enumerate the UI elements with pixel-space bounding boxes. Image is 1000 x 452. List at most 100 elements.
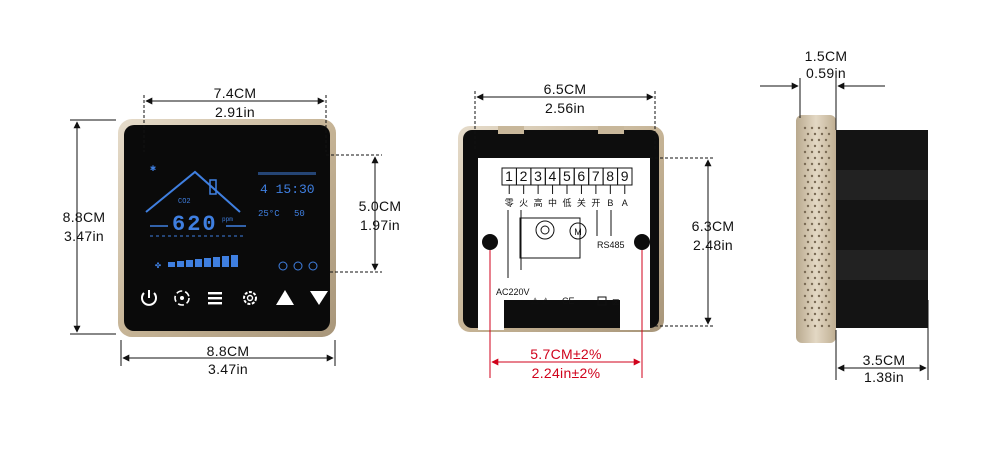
vent-hole [810,246,814,250]
timer-mode-icon [308,261,318,271]
lcd-display: ✱ CO2 620 ppm 4 15:30 25°C 50 ✤ [145,164,318,272]
vent-hole [820,216,824,220]
fan-button[interactable] [174,290,190,306]
screen-height-in: 1.97in [360,217,400,233]
vent-hole [810,234,814,238]
mount-spacing-cm: 5.7CM±2% [530,346,602,362]
chimney-icon [209,179,217,195]
back-height-cm: 6.3CM [692,218,735,234]
vent-hole [827,252,831,256]
terminal-function-label: 高 [534,197,543,208]
vent-hole [810,162,814,166]
side-depth-in: 0.59in [806,65,846,81]
power-button[interactable] [141,290,157,306]
vent-hole [827,204,831,208]
back-dimensions: 6.5CM 2.56in 6.3CM 2.48in 5.7CM±2% 2.24i… [474,81,735,381]
side-frame [796,115,836,343]
terminal-number: 2 [520,168,528,184]
vent-hole [810,270,814,274]
vent-hole [806,228,810,232]
settings-gear-button[interactable] [243,291,257,305]
screen-height-cm: 5.0CM [359,198,402,214]
touch-buttons [141,290,328,306]
terminal-function-label: A [622,198,628,208]
vent-hole [803,270,807,274]
back-tab-right [598,126,624,134]
vent-hole [806,276,810,280]
screw-hole-left [482,234,498,250]
vent-hole [824,162,828,166]
terminal-number: 3 [534,168,542,184]
weee-symbol: ⊠ [612,297,620,307]
vent-hole [827,264,831,268]
terminal-number: 4 [549,168,557,184]
vent-hole [817,138,821,142]
vent-hole [806,300,810,304]
terminal-function-label: 零 [505,198,514,208]
vent-hole [810,222,814,226]
frame-width-cm: 8.8CM [207,343,250,359]
vent-hole [817,174,821,178]
front-width-in: 2.91in [215,104,255,120]
vent-hole [803,246,807,250]
front-height-cm: 8.8CM [63,209,106,225]
vent-hole [827,228,831,232]
front-glass [124,125,330,331]
frame-width-in: 3.47in [208,361,248,377]
back-width-in: 2.56in [545,100,585,116]
terminal-number: 7 [592,168,600,184]
vent-hole [820,228,824,232]
wifi-icon: ✱ [150,164,156,175]
vent-hole [810,126,814,130]
vent-hole [827,276,831,280]
vent-hole [810,318,814,322]
terminal-function-label: B [607,198,613,208]
ce-mark: CE [562,296,575,306]
back-tab-left [498,126,524,134]
vent-hole [824,222,828,226]
terminal-number: 1 [505,168,513,184]
vent-hole [824,126,828,130]
down-arrow-button[interactable] [310,291,328,305]
warning-symbol: ⚠ ⚠ [531,296,550,306]
vent-hole [827,312,831,316]
motor-label: M [574,227,582,237]
vent-hole [820,288,824,292]
vent-hole [806,192,810,196]
vent-hole [824,258,828,262]
vent-hole [824,138,828,142]
vent-hole [820,264,824,268]
vent-hole [817,306,821,310]
vent-hole [817,282,821,286]
vent-hole [810,198,814,202]
vent-hole [817,222,821,226]
vent-hole [813,264,817,268]
terminal-function-label: 开 [591,198,600,208]
fan-speed-icon: ✤ [155,261,161,272]
side-body [836,130,928,328]
vent-hole [824,246,828,250]
back-width-cm: 6.5CM [544,81,587,97]
motor-symbol [569,222,587,240]
vent-hole [824,306,828,310]
vent-hole [813,240,817,244]
front-dimensions: 7.4CM 2.91in 8.8CM 3.47in 8.8CM 3.47in 5… [63,85,402,377]
vent-hole [810,150,814,154]
vent-hole [810,186,814,190]
vent-hole [810,138,814,142]
terminal-function-label: 中 [548,197,557,208]
vent-hole [813,276,817,280]
vent-hole [803,222,807,226]
vent-hole [813,228,817,232]
vent-hole [813,132,817,136]
vent-hole [824,198,828,202]
menu-button[interactable] [208,292,222,305]
vent-hole [817,162,821,166]
double-insulation-symbol [597,296,607,306]
up-arrow-button[interactable] [276,290,294,305]
vent-hole [824,186,828,190]
vent-hole [806,180,810,184]
